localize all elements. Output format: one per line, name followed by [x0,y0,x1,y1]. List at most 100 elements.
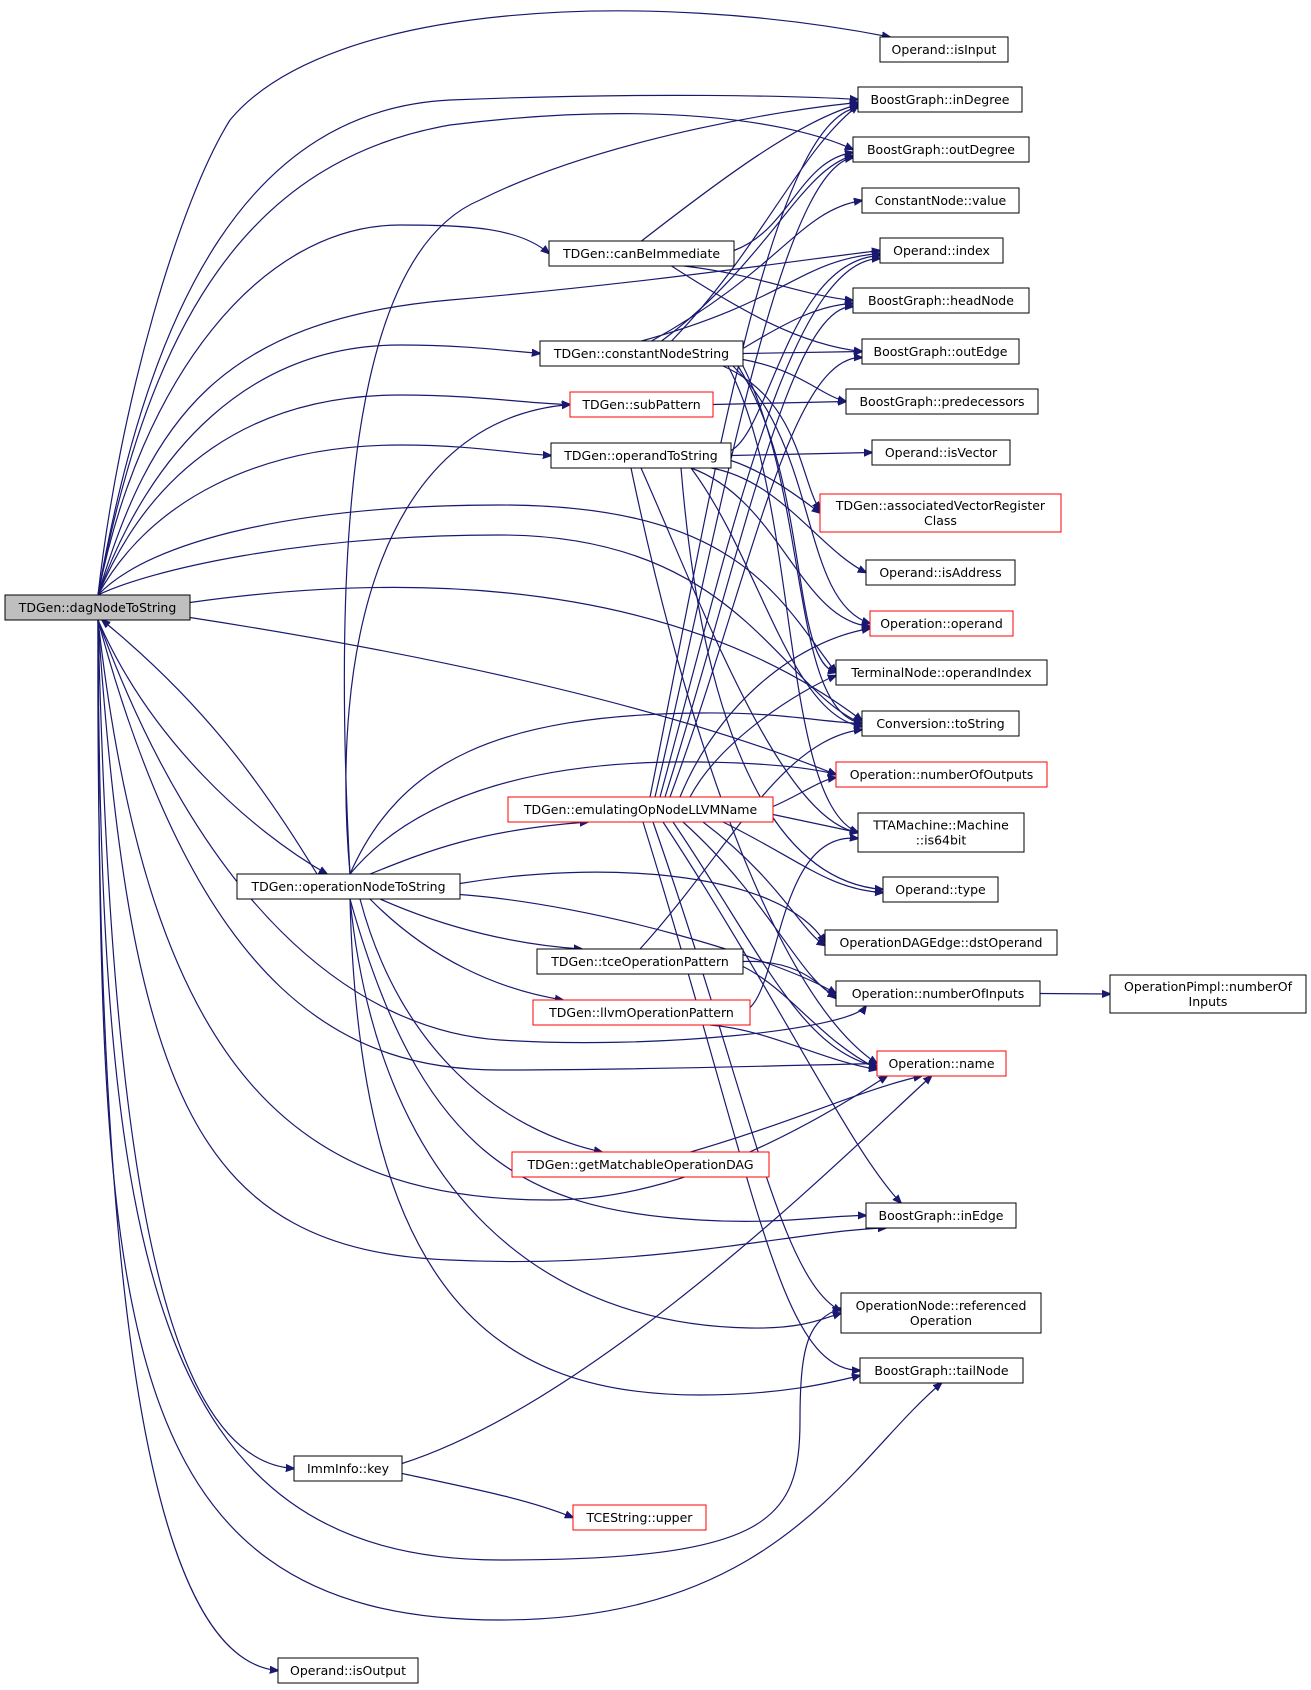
edge-opNode-getMatch [359,898,602,1152]
node-label: ::is64bit [916,833,967,848]
edge-canBeImm-headNode [683,265,853,301]
node-numOutputs[interactable]: Operation::numberOfOutputs [835,761,1048,788]
edge-constNS-is64bit [727,365,858,833]
node-label: ConstantNode::value [875,193,1007,208]
node-numInputs[interactable]: Operation::numberOfInputs [835,980,1041,1007]
node-opOperand[interactable]: Operation::operand [869,610,1014,637]
edge-opNode-numInputs [459,893,836,994]
node-llvmOpPat[interactable]: TDGen::llvmOperationPattern [532,999,751,1026]
edge-tnOpIndex [97,504,836,673]
edge-isOutput [97,619,278,1671]
edge-emu-is64bit [772,813,858,833]
node-label: TDGen::operationNodeToString [250,879,445,894]
edge-opNodeTS [97,619,327,874]
node-isAddress[interactable]: Operand::isAddress [865,559,1016,586]
edge-inEdge [97,619,886,1263]
edge-operandTS-opName [630,467,877,1064]
node-box [819,493,1062,533]
node-label: Operand::isOutput [290,1663,406,1678]
node-box [852,287,1030,314]
node-emulating[interactable]: TDGen::emulatingOpNodeLLVMName [507,796,774,823]
node-opType[interactable]: Operand::type [882,876,999,903]
node-label: TDGen::llvmOperationPattern [548,1005,734,1020]
edge-opNode-refOp [349,898,841,1329]
node-box [857,812,1025,853]
edge-opNode-llvmOpPat [369,898,563,1000]
node-label: TCEString::upper [586,1510,694,1525]
node-canBeImm[interactable]: TDGen::canBeImmediate [548,240,735,267]
node-label: TDGen::dagNodeToString [18,600,177,615]
edge-constNS-preds [742,358,846,402]
node-index[interactable]: Operand::index [879,237,1004,264]
edge-emu-index [659,259,880,798]
node-subPattern[interactable]: TDGen::subPattern [569,391,714,418]
edge-canBeImm-outEdge [671,265,863,352]
edge-emu-numOutputs [772,778,836,808]
node-dag[interactable]: TDGen::dagNodeToString [4,594,191,621]
node-getMatch[interactable]: TDGen::getMatchableOperationDAG [511,1151,770,1178]
edge-getMatch-opName [690,1076,922,1153]
node-opNodeTS[interactable]: TDGen::operationNodeToString [236,873,461,900]
node-pimplInputs[interactable]: OperationPimpl::numberOfInputs [1109,974,1307,1014]
node-box [879,237,1004,264]
node-headNode[interactable]: BoostGraph::headNode [852,287,1030,314]
node-label: BoostGraph::inDegree [871,92,1010,107]
node-label: TDGen::tceOperationPattern [550,954,729,969]
node-label: Operand::isAddress [879,565,1001,580]
edge-constNS-index [641,254,881,342]
node-label: BoostGraph::inEdge [879,1208,1004,1223]
edge-llvm-opName [709,1024,877,1070]
node-box [869,610,1014,637]
edge-emu-opType [722,821,883,893]
node-label: BoostGraph::headNode [868,293,1014,308]
node-label: Operand::isInput [892,42,997,57]
node-isOutput[interactable]: Operand::isOutput [277,1657,419,1684]
node-dstOperand[interactable]: OperationDAGEdge::dstOperand [824,929,1058,956]
node-outEdge[interactable]: BoostGraph::outEdge [861,338,1020,365]
node-isInput[interactable]: Operand::isInput [879,36,1009,63]
node-label: Conversion::toString [876,716,1004,731]
node-constNS[interactable]: TDGen::constantNodeString [539,340,744,367]
node-label: TTAMachine::Machine [872,818,1009,833]
node-tailNode[interactable]: BoostGraph::tailNode [859,1357,1024,1384]
edge-inDegree [97,95,858,596]
node-immKey[interactable]: ImmInfo::key [293,1455,403,1482]
edge-tce-opName [742,965,877,1069]
node-tceOpPat[interactable]: TDGen::tceOperationPattern [536,948,744,975]
edge-constNS [97,344,540,596]
node-label: TDGen::canBeImmediate [562,246,720,261]
edge-opNode-dag [102,620,318,875]
edge-operandTS-opOperand [690,467,870,627]
edge-opNode-subPattern [345,405,570,875]
node-box [865,559,1016,586]
node-convToStr[interactable]: Conversion::toString [861,710,1020,737]
node-box [4,594,191,621]
node-inDegree[interactable]: BoostGraph::inDegree [857,86,1023,113]
node-label: TDGen::operandToString [563,448,717,463]
node-outDegree[interactable]: BoostGraph::outDegree [852,136,1030,163]
node-isVector[interactable]: Operand::isVector [871,439,1011,466]
edge-opNode-emulating [369,822,588,875]
node-box [835,659,1048,686]
node-operandTS[interactable]: TDGen::operandToString [550,442,732,469]
node-tnOpIndex[interactable]: TerminalNode::operandIndex [835,659,1048,686]
edge-operandTS-opType [680,467,883,890]
node-preds[interactable]: BoostGraph::predecessors [845,388,1039,415]
edge-emu-tailNode [642,821,860,1371]
node-label: TDGen::associatedVectorRegister [835,498,1046,513]
edge-operandTS-isVector [730,453,872,456]
edge-constNS-outEdge [742,352,862,354]
node-box [879,36,1009,63]
edge-outDegree [97,113,853,596]
node-label: Operation::operand [880,616,1003,631]
node-opName[interactable]: Operation::name [876,1050,1007,1077]
node-label: TDGen::emulatingOpNodeLLVMName [523,802,758,817]
node-tceUpper[interactable]: TCEString::upper [572,1504,707,1531]
node-is64bit[interactable]: TTAMachine::Machine::is64bit [857,812,1025,853]
node-inEdge[interactable]: BoostGraph::inEdge [865,1202,1017,1229]
nodes: TDGen::dagNodeToString Operand::isInputBo… [4,36,1307,1684]
node-box [861,710,1020,737]
node-cnValue[interactable]: ConstantNode::value [861,187,1020,214]
